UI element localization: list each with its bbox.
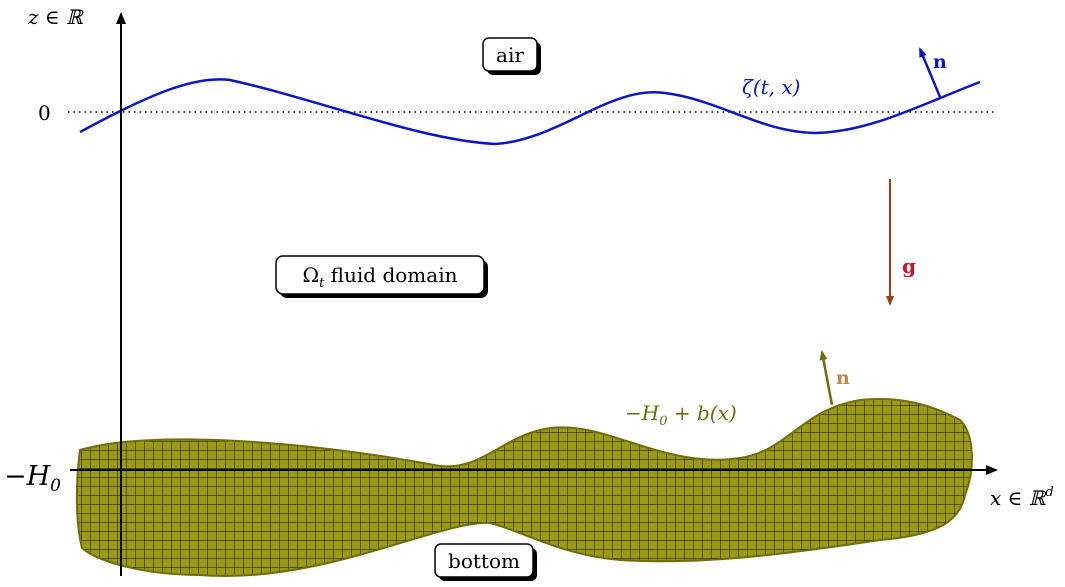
- depth-label-sub: 0: [50, 476, 61, 496]
- z-axis-label: z ∈ ℝ: [27, 5, 84, 29]
- surface-normal-arrow: [918, 47, 942, 98]
- x-axis-label-sup: d: [1045, 485, 1053, 500]
- bottom-curve-label-rest: + b(x): [667, 401, 736, 425]
- zero-label: 0: [38, 101, 51, 125]
- fluid-domain-label-box: Ωt fluid domain: [275, 255, 488, 298]
- free-surface-curve: [79, 78, 981, 146]
- depth-label-main: −H: [4, 461, 51, 492]
- bottom-curve-label-main: −H: [625, 401, 660, 425]
- bottom-curve-label-sub: 0: [659, 414, 667, 429]
- x-axis-label: x ∈ ℝd: [990, 485, 1054, 510]
- x-axis-label-main: x ∈ ℝ: [990, 486, 1047, 510]
- bottom-normal-label: n: [836, 367, 850, 389]
- depth-label: −H0: [4, 461, 61, 496]
- bottom-label: bottom: [448, 549, 520, 573]
- gravity-label: g: [902, 254, 916, 278]
- bottom-label-box: bottom: [434, 543, 537, 581]
- fluid-domain-label: Ωt fluid domain: [303, 263, 458, 291]
- fluid-domain-symbol: Ω: [303, 263, 320, 287]
- fluid-domain-text: fluid domain: [324, 263, 457, 287]
- bottom-curve-label: −H0 + b(x): [625, 401, 737, 429]
- surface-normal-label: n: [933, 51, 947, 73]
- air-label-box: air: [482, 37, 541, 75]
- bottom-normal-arrow: [819, 350, 834, 406]
- surface-label: ζ(t, x): [742, 75, 800, 99]
- air-label: air: [496, 43, 524, 67]
- fluid-domain-symbol-sub: t: [319, 276, 325, 291]
- bottom-region: [75, 398, 973, 577]
